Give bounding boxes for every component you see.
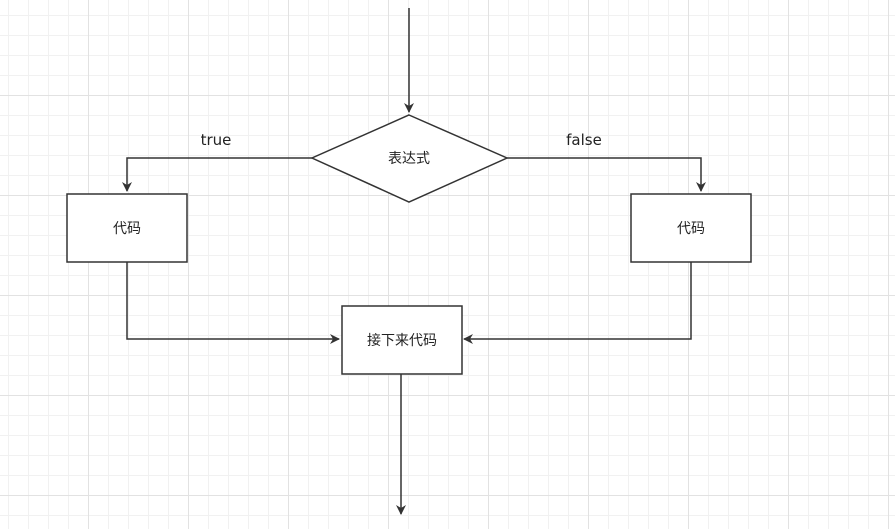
true-edge-label: true	[201, 131, 232, 149]
true-branch-arrow	[122, 157, 312, 192]
true-process-node[interactable]: 代码	[66, 193, 188, 263]
false-merge-arrow	[463, 262, 692, 344]
false-process-node[interactable]: 代码	[630, 193, 752, 263]
true-process-label: 代码	[113, 221, 141, 237]
decision-label: 表达式	[388, 151, 430, 167]
false-process-label: 代码	[677, 221, 705, 237]
false-edge-label: false	[566, 131, 602, 149]
true-merge-arrow	[126, 262, 340, 344]
next-process-node[interactable]: 接下来代码	[341, 305, 463, 375]
decision-node[interactable]: 表达式	[310, 114, 509, 203]
false-branch-arrow	[507, 157, 706, 192]
next-process-label: 接下来代码	[367, 332, 437, 349]
